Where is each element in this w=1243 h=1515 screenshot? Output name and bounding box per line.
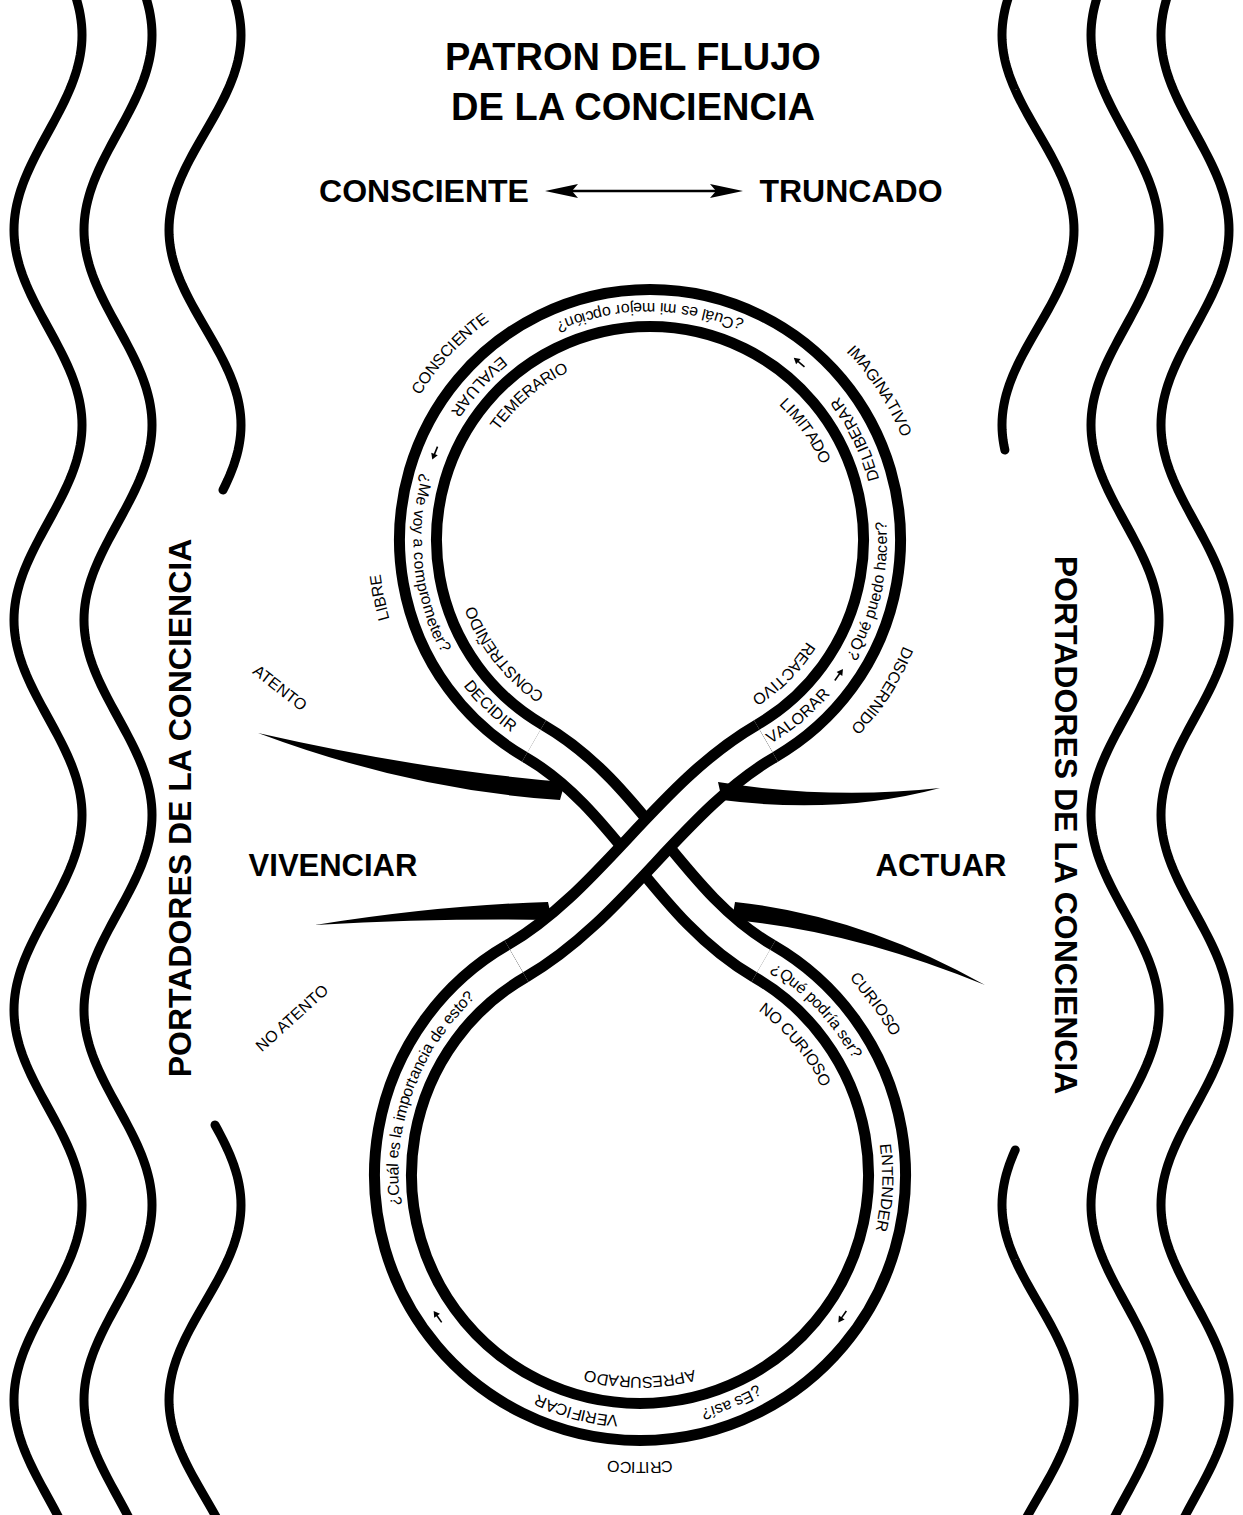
wavy-line xyxy=(1161,0,1229,1515)
state-label: CRITICO xyxy=(597,1450,683,1483)
wavy-line xyxy=(1091,0,1159,1515)
glyph: T xyxy=(879,1166,895,1176)
glyph: c xyxy=(874,544,890,553)
glyph: e xyxy=(633,300,643,316)
glyph: ¿ xyxy=(386,1195,403,1206)
flow-arrow-head xyxy=(838,1315,844,1322)
ribbon-tail xyxy=(315,902,552,925)
question-label: ¿Cuál es la importancia de esto? xyxy=(377,981,485,1217)
glyph: S xyxy=(641,1374,652,1390)
stage-label: EVALUAR xyxy=(442,347,516,426)
wavy-line xyxy=(169,1125,241,1515)
stage-label: VERIFICAR xyxy=(525,1385,628,1436)
state-label: LIBRE xyxy=(360,564,400,632)
ribbon xyxy=(418,308,882,741)
glyph: ? xyxy=(873,521,890,531)
glyph: T xyxy=(636,1459,646,1475)
glyph: N xyxy=(878,1186,895,1199)
glyph: O xyxy=(606,1457,620,1474)
ribbon xyxy=(393,961,887,1422)
phase-label: VIVENCIAR xyxy=(249,847,418,884)
stage-label: DELIBERAR xyxy=(822,388,889,491)
glyph: E xyxy=(367,574,384,587)
glyph: U xyxy=(630,1374,642,1390)
flow-arrow-head xyxy=(794,358,801,365)
flow-arrow-head xyxy=(431,453,437,460)
ribbon xyxy=(418,308,882,741)
header-label: TRUNCADO xyxy=(759,172,942,210)
glyph: E xyxy=(877,1143,894,1155)
wavy-line xyxy=(1002,1150,1074,1515)
header-label: CONSCIENTE xyxy=(319,172,529,210)
state-label: NO ATENTO xyxy=(252,980,332,1055)
glyph: u xyxy=(385,1175,401,1184)
ribbon-tail xyxy=(258,733,565,800)
glyph: N xyxy=(878,1154,895,1166)
arrow-shaft xyxy=(560,190,728,193)
glyph xyxy=(655,300,660,316)
figure-eight xyxy=(393,308,887,1422)
question-label: ¿Cuál es mi mejor opción? xyxy=(546,292,755,342)
wavy-line xyxy=(14,0,82,1515)
glyph: e xyxy=(413,495,430,506)
glyph: s xyxy=(386,1141,403,1151)
flow-arrow-head xyxy=(837,669,843,676)
question-label: ¿Qué podría ser? xyxy=(761,953,871,1069)
side-label: PORTADORES DE LA CONCIENCIA xyxy=(1047,556,1085,1095)
question-label: ¿Me voy a comprometer? xyxy=(402,463,460,663)
glyph: r xyxy=(874,530,890,536)
glyph: o xyxy=(620,301,631,318)
wavy-line xyxy=(84,0,152,1515)
glyph: i xyxy=(659,300,663,316)
glyph: I xyxy=(631,1459,636,1475)
glyph: l xyxy=(385,1163,401,1167)
double-arrow xyxy=(545,184,743,198)
glyph: I xyxy=(645,1459,650,1475)
glyph: h xyxy=(872,561,889,572)
glyph: R xyxy=(873,1218,891,1233)
side-label: PORTADORES DE LA CONCIENCIA xyxy=(161,539,199,1078)
glyph: R xyxy=(662,1371,676,1388)
glyph: C xyxy=(619,1458,631,1475)
glyph: R xyxy=(618,1373,631,1390)
glyph: m xyxy=(642,300,655,316)
state-label: LIMITADO xyxy=(770,388,839,473)
stage-label: ENTENDER xyxy=(866,1133,903,1242)
arrow-head xyxy=(710,184,743,198)
stage-label: VALORAR xyxy=(756,679,838,753)
wavy-line xyxy=(169,0,241,490)
ribbon xyxy=(517,741,767,961)
diagram-title: PATRON DEL FLUJO DE LA CONCIENCIA xyxy=(428,32,838,132)
state-label: APRESURADO xyxy=(575,1360,707,1398)
glyph: C xyxy=(385,1184,402,1197)
state-label: ATENTO xyxy=(249,661,311,715)
wavy-line xyxy=(1002,0,1074,450)
glyph: E xyxy=(596,1410,609,1427)
glyph: y xyxy=(410,526,426,535)
glyph: C xyxy=(661,1457,674,1474)
glyph: á xyxy=(385,1167,401,1176)
glyph: R xyxy=(649,1458,661,1475)
question-label: ¿Qué puedo hacer? xyxy=(836,510,898,670)
glyph: e xyxy=(874,536,890,545)
arrow-head xyxy=(545,184,578,198)
glyph: E xyxy=(652,1373,664,1390)
flow-arrow-head xyxy=(434,1311,440,1318)
ribbon-tail xyxy=(718,782,940,805)
stage-label: DECIDIR xyxy=(454,671,525,741)
glyph: E xyxy=(879,1176,895,1187)
glyph: a xyxy=(410,539,426,548)
glyph: m xyxy=(663,300,678,317)
glyph: o xyxy=(410,517,427,527)
question-label: ¿Es así? xyxy=(691,1377,773,1429)
glyph: a xyxy=(873,552,890,562)
phase-label: ACTUAR xyxy=(876,847,1007,884)
ribbon xyxy=(517,741,767,961)
glyph xyxy=(410,534,426,539)
ribbon xyxy=(393,961,887,1422)
